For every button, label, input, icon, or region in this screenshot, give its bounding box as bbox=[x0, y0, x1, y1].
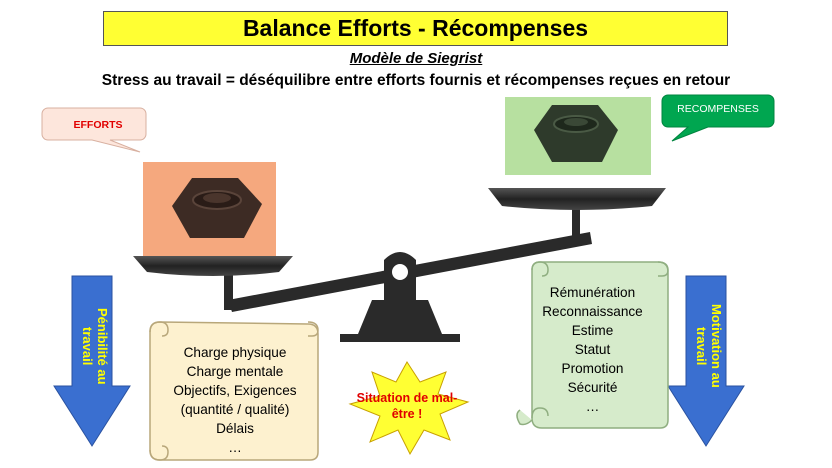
rewards-weight-icon bbox=[534, 105, 618, 162]
malaise-star-label: Situation de mal-être ! bbox=[356, 391, 458, 421]
rewards-scroll bbox=[516, 261, 669, 429]
efforts-bubble-label: EFFORTS bbox=[73, 119, 123, 131]
efforts-scroll bbox=[149, 321, 319, 461]
rewards-item: Rémunération bbox=[549, 285, 636, 300]
efforts-weight-icon bbox=[172, 178, 262, 238]
efforts-item: Charge mentale bbox=[186, 364, 284, 379]
right-down-arrow bbox=[667, 275, 745, 447]
subtitle: Modèle de Siegrist bbox=[349, 50, 483, 67]
left-hanger bbox=[224, 270, 233, 310]
title-banner: Balance Efforts - Récompenses bbox=[103, 11, 728, 46]
efforts-item: … bbox=[228, 440, 242, 455]
malaise-star bbox=[348, 361, 470, 456]
rewards-bubble-label: RECOMPENSES bbox=[677, 103, 759, 115]
headline: Stress au travail = déséquilibre entre e… bbox=[101, 72, 731, 89]
left-down-arrow bbox=[53, 275, 131, 447]
left-pan bbox=[133, 256, 293, 276]
rewards-item: Statut bbox=[574, 342, 611, 357]
efforts-list: Charge physique Charge mentale Objectifs… bbox=[160, 343, 310, 457]
rewards-item: Reconnaissance bbox=[542, 304, 643, 319]
rewards-item: … bbox=[585, 399, 600, 414]
penibilite-arrow-label: Pénibilité au travail bbox=[80, 307, 110, 385]
efforts-item: Objectifs, Exigences bbox=[173, 383, 297, 398]
rewards-item: Estime bbox=[571, 323, 614, 338]
scale-stand bbox=[340, 252, 460, 342]
efforts-item: (quantité / qualité) bbox=[180, 402, 290, 417]
rewards-item: Sécurité bbox=[567, 380, 618, 395]
page-title: Balance Efforts - Récompenses bbox=[242, 15, 589, 41]
rewards-list: Rémunération Reconnaissance Estime Statu… bbox=[535, 283, 650, 416]
efforts-item: Délais bbox=[216, 421, 254, 436]
rewards-item: Promotion bbox=[561, 361, 624, 376]
rewards-speech-bubble bbox=[661, 94, 775, 142]
right-hanger bbox=[572, 206, 580, 240]
efforts-item: Charge physique bbox=[183, 345, 287, 360]
right-pan bbox=[488, 188, 666, 210]
efforts-speech-bubble bbox=[41, 107, 147, 153]
motivation-arrow-label: Motivation au travail bbox=[694, 304, 724, 388]
